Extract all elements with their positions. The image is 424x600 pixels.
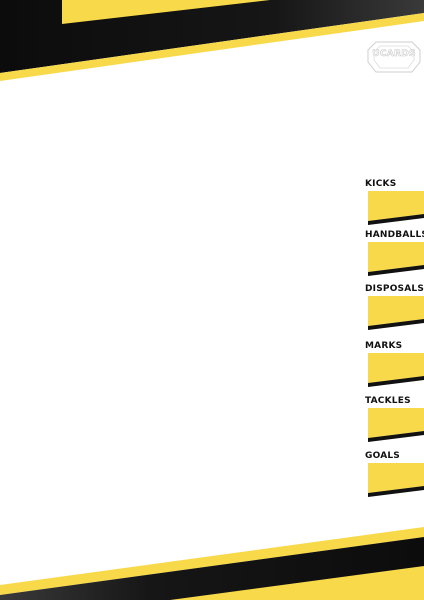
stat-kicks: KICKS [365,179,424,225]
stat-value-box [368,296,424,330]
stat-label: GOALS [365,451,400,461]
stat-label: TACKLES [365,396,411,406]
stat-value-box [368,191,424,225]
stat-disposals: DISPOSALS [365,284,424,330]
stat-value-box [368,463,424,497]
stat-label: DISPOSALS [365,284,424,294]
stat-label: MARKS [365,341,403,351]
stat-tackles: TACKLES [365,396,424,442]
top-yellow-block [62,0,270,24]
stat-value-box [368,353,424,387]
stat-value-box [368,408,424,442]
logo-text: UCARDS [372,49,416,60]
bottom-yellow-block [170,566,424,600]
stat-value-box [368,242,424,276]
bottom-yellow-stripe [0,527,424,595]
stat-goals: GOALS [365,451,424,497]
stat-label: HANDBALLS [365,230,424,240]
ucards-logo-icon [367,41,421,73]
stat-label: KICKS [365,179,397,189]
top-yellow-stripe [0,13,424,81]
stat-handballs: HANDBALLS [365,230,424,276]
stat-marks: MARKS [365,341,424,387]
